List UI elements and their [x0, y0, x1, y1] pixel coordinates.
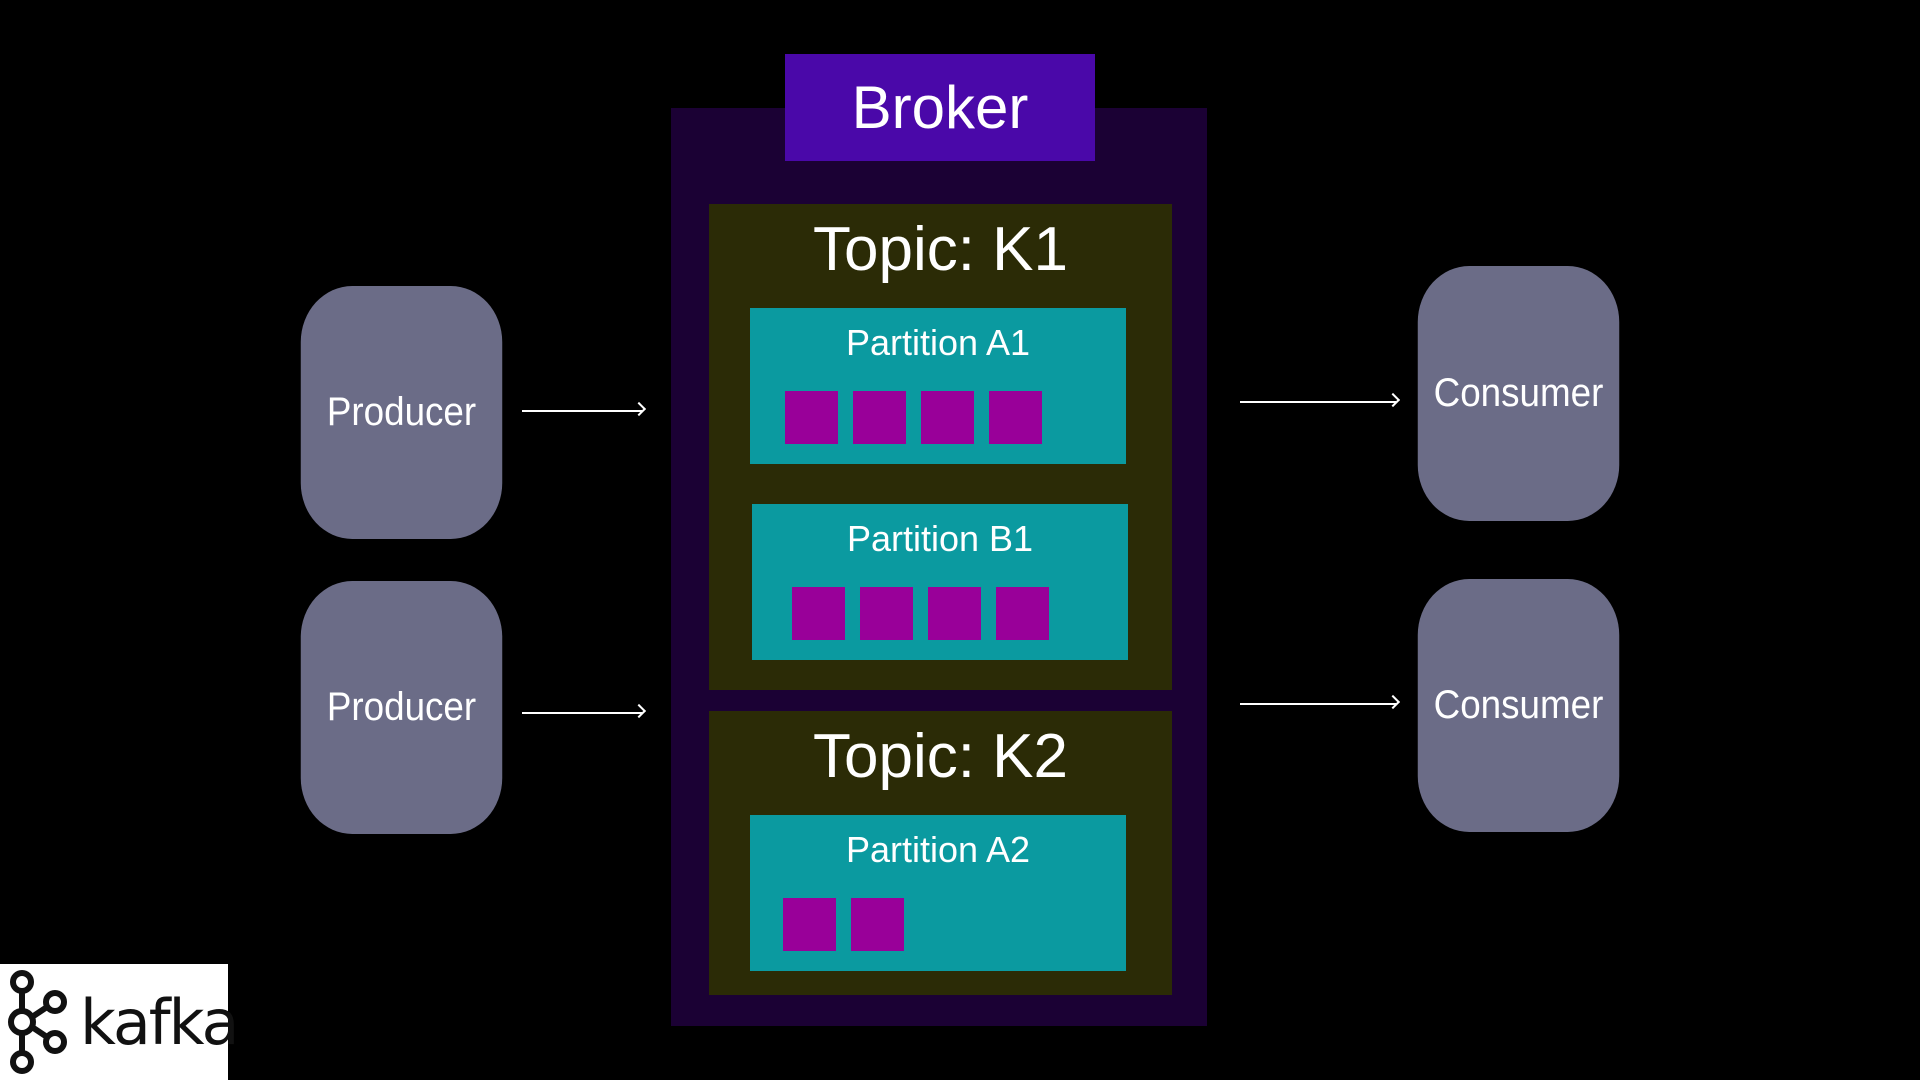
arrow-right-icon	[522, 703, 647, 719]
message-block	[860, 587, 913, 640]
message-block	[921, 391, 974, 444]
partition-b1: Partition B1	[752, 504, 1128, 660]
consumer-label: Consumer	[1433, 683, 1604, 727]
partition-a2: Partition A2	[750, 815, 1126, 971]
message-block	[783, 898, 836, 951]
consumer-node: Consumer	[1417, 266, 1620, 521]
message-block	[996, 587, 1049, 640]
producer-label: Producer	[326, 685, 477, 729]
topic-k1: Topic: K1 Partition A1 Partition B1	[709, 204, 1172, 690]
message-block	[792, 587, 845, 640]
partition-title: Partition B1	[846, 518, 1034, 559]
producer-label: Producer	[326, 390, 477, 434]
message-block	[851, 898, 904, 951]
topic-title: Topic: K2	[812, 722, 1069, 791]
producer-node: Producer	[300, 286, 503, 539]
consumer-node: Consumer	[1417, 579, 1620, 832]
broker-title: Broker	[785, 54, 1095, 161]
kafka-logo: kafka	[0, 964, 239, 1080]
topic-k2: Topic: K2 Partition A2	[709, 711, 1172, 995]
arrow-right-icon	[522, 401, 647, 417]
partition-a1: Partition A1	[750, 308, 1126, 464]
arrow-right-icon	[1240, 392, 1401, 408]
message-block	[989, 391, 1042, 444]
arrow-right-icon	[1240, 694, 1401, 710]
consumer-label: Consumer	[1433, 371, 1604, 415]
message-block	[853, 391, 906, 444]
kafka-logo-icon	[8, 970, 67, 1074]
message-block	[785, 391, 838, 444]
kafka-logo-text: kafka	[80, 986, 239, 1059]
partition-title: Partition A2	[845, 829, 1031, 870]
producer-node: Producer	[300, 581, 503, 834]
message-block	[928, 587, 981, 640]
partition-title: Partition A1	[845, 322, 1031, 363]
topic-title: Topic: K1	[812, 215, 1069, 284]
